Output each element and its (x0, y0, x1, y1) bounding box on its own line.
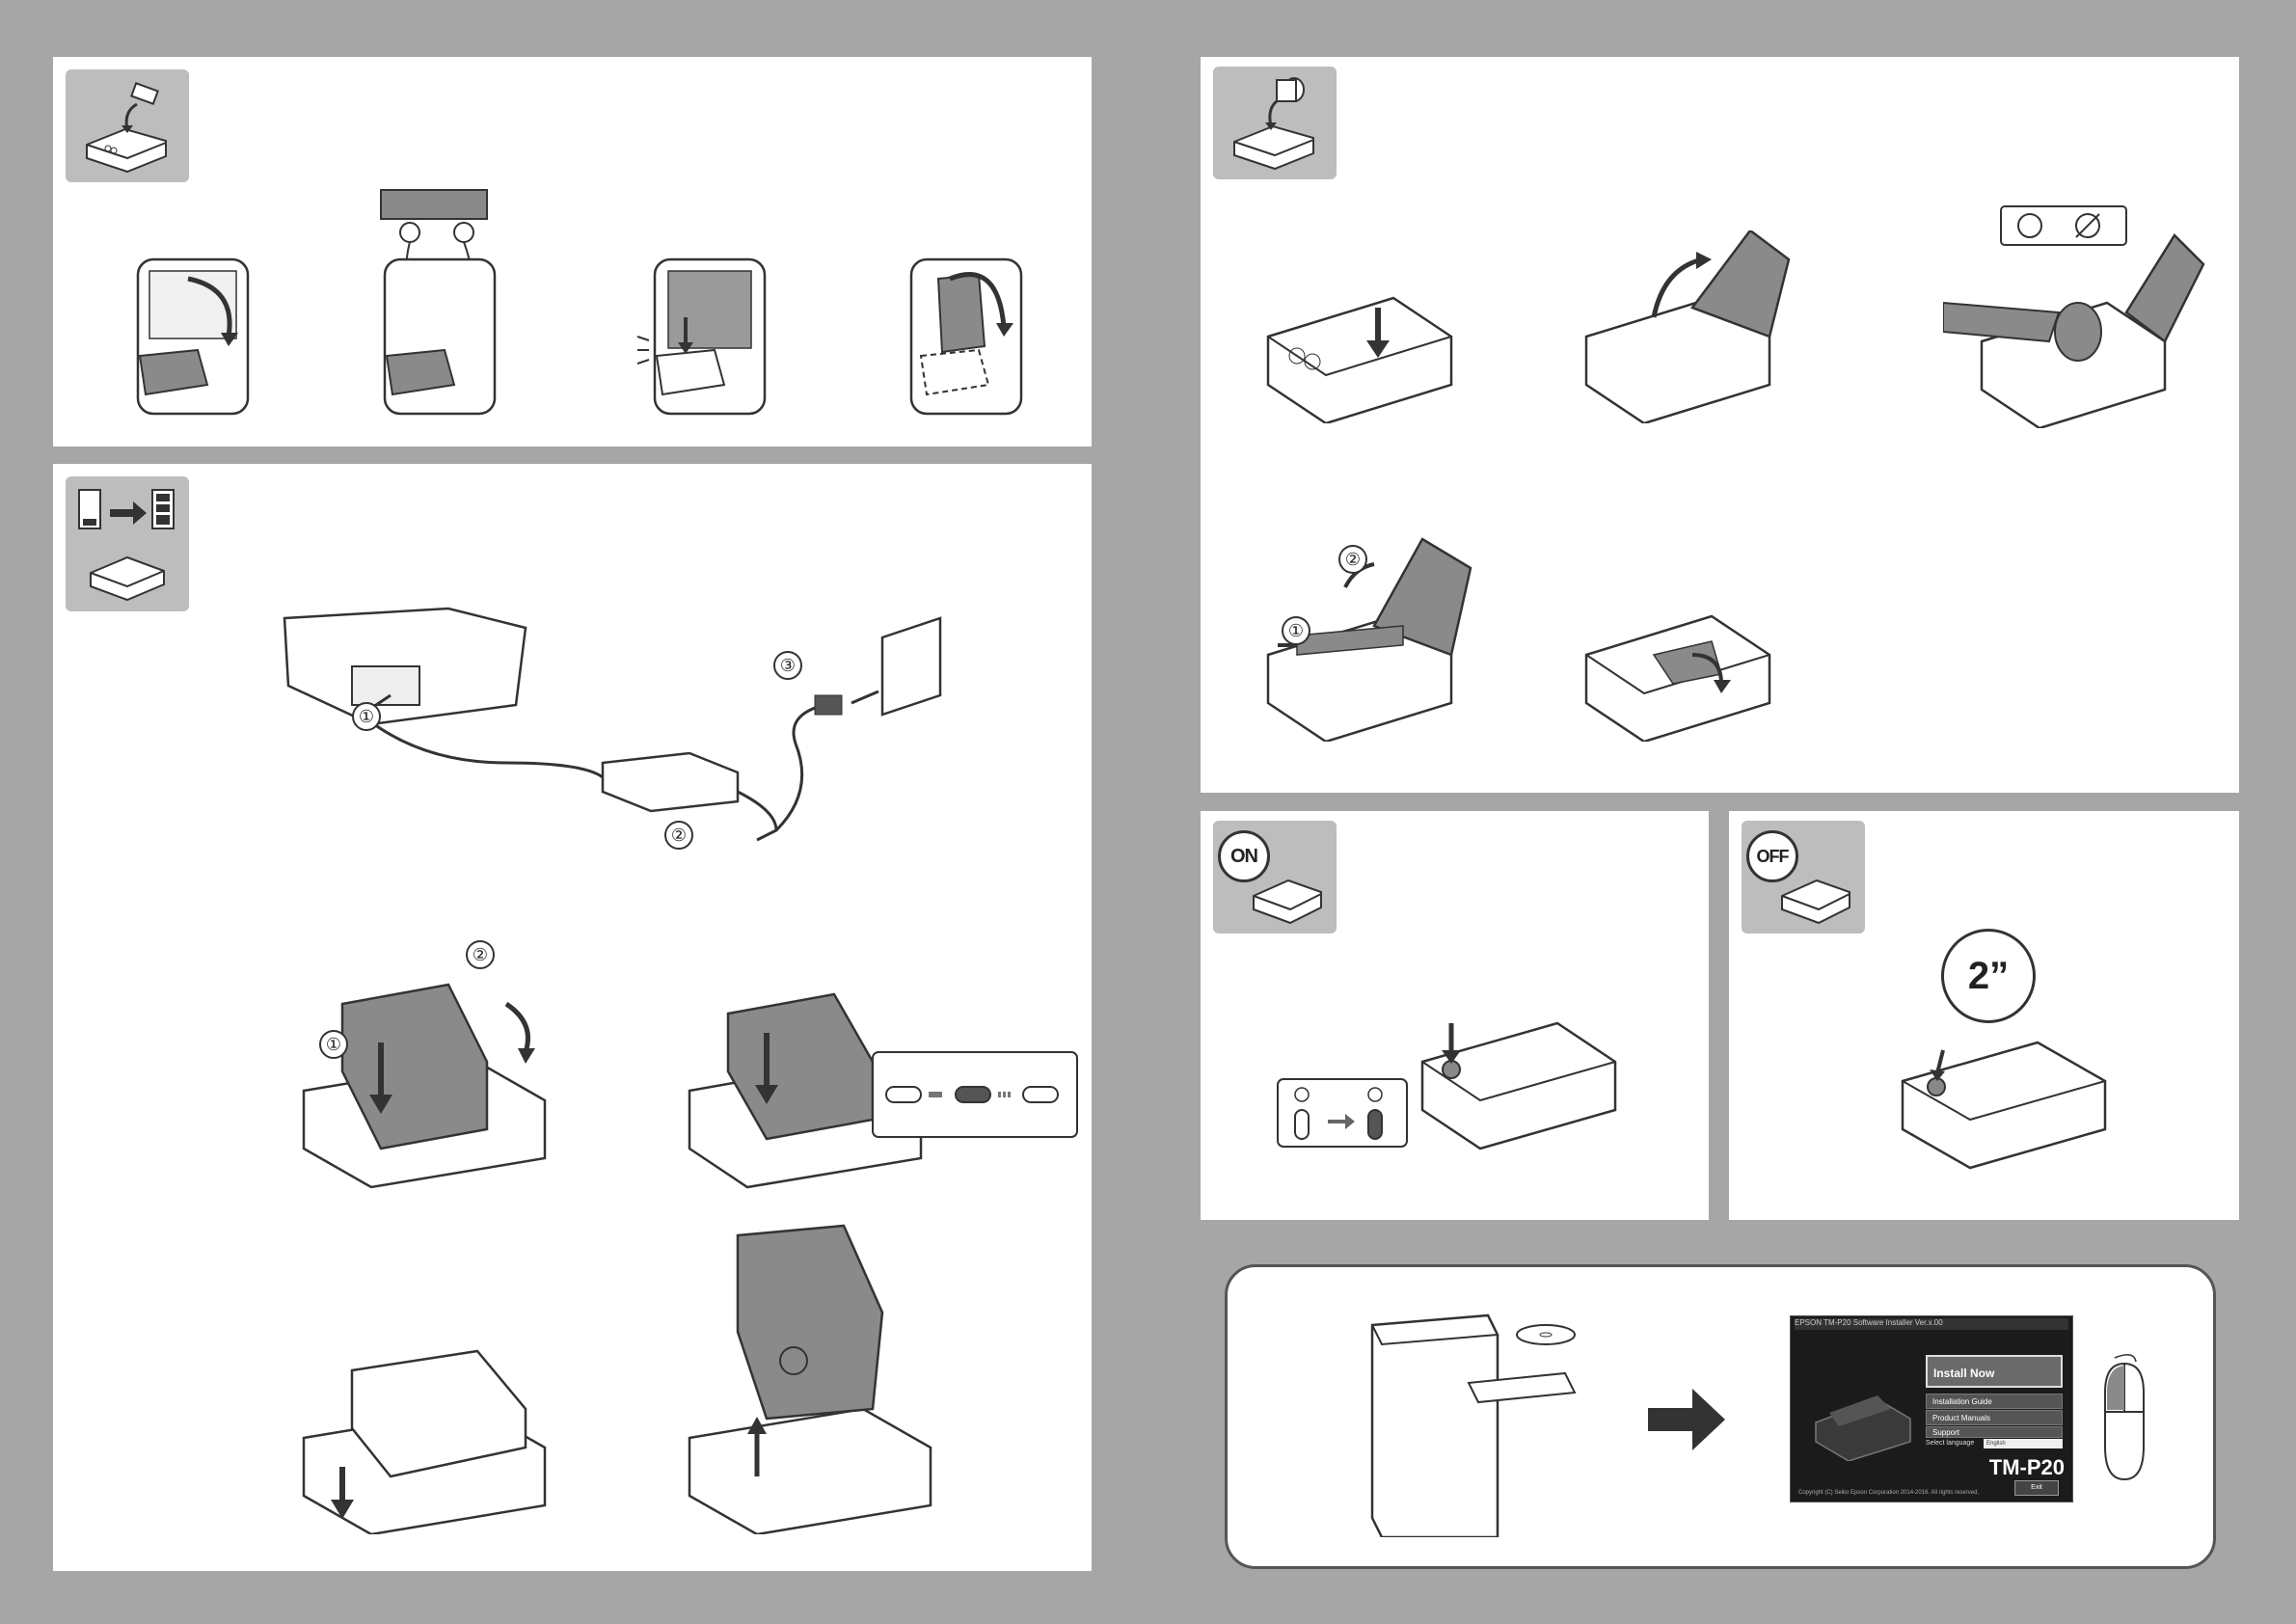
power-on-illustration (1268, 985, 1673, 1177)
paper-step-4-number-1: ① (1282, 616, 1310, 645)
paper-step-2-illustration (1577, 230, 1798, 423)
computer-cd-illustration (1343, 1306, 1613, 1537)
panel-power-on: ON (1201, 811, 1709, 1220)
support-button[interactable]: Support (1926, 1426, 2063, 1438)
product-manuals-button[interactable]: Product Manuals (1926, 1410, 2063, 1425)
installer-exit-button[interactable]: Exit (2014, 1480, 2059, 1496)
paper-section-icon-tab (1213, 67, 1337, 179)
outlet-step-3-number: ③ (773, 651, 802, 680)
panel-battery-install (53, 57, 1092, 447)
printer-paper-icon (1213, 67, 1337, 179)
battery-step-1-illustration (121, 250, 265, 423)
installer-printer-image (1810, 1374, 1916, 1461)
installation-guide-button[interactable]: Installation Guide (1926, 1394, 2063, 1409)
charging-section-icon-tab (66, 476, 189, 611)
dock-step-1-number: ① (319, 1030, 348, 1059)
battery-section-icon-tab (66, 69, 189, 182)
installer-copyright: Copyright (C) Seiko Epson Corporation 20… (1798, 1490, 1979, 1496)
battery-in-cradle-illustration (294, 1313, 583, 1534)
printer-battery-icon (66, 69, 189, 182)
installer-window: EPSON TM-P20 Software Installer Ver.x.00… (1790, 1315, 2073, 1502)
cradle-adapter-illustration (275, 599, 969, 869)
printer-in-cradle-illustration (294, 946, 583, 1197)
language-select[interactable]: English (1984, 1439, 2063, 1448)
paper-step-5-illustration (1577, 587, 1789, 742)
charging-led-illustration (680, 975, 1085, 1197)
battery-step-4-illustration (892, 250, 1046, 423)
printer-removed-from-cradle-illustration (680, 1216, 969, 1534)
battery-charging-icon (66, 476, 189, 611)
installer-title-bar: EPSON TM-P20 Software Installer Ver.x.00 (1795, 1318, 2068, 1330)
install-now-button[interactable]: Install Now (1926, 1355, 2063, 1388)
select-language-label: Select language (1926, 1440, 1974, 1447)
installer-model-name: TM-P20 (1989, 1455, 2065, 1480)
battery-step-3-illustration (632, 250, 786, 423)
paper-step-3-illustration (1943, 197, 2213, 428)
panel-paper-roll: ② ① (1201, 57, 2239, 793)
paper-step-4-number-2: ② (1338, 545, 1367, 574)
dock-step-2-number: ② (466, 940, 495, 969)
power-off-illustration (1893, 985, 2124, 1177)
panel-charging: ① ② ③ ① ② (53, 464, 1092, 1571)
cradle-step-1-number: ① (352, 702, 381, 731)
power-off-badge: OFF (1746, 830, 1798, 882)
battery-step-2-illustration (362, 182, 526, 423)
paper-step-1-illustration (1258, 279, 1471, 423)
next-arrow-icon (1648, 1389, 1725, 1450)
mouse-click-icon (2086, 1354, 2163, 1489)
power-on-badge: ON (1218, 830, 1270, 882)
adapter-step-2-number: ② (664, 821, 693, 850)
panel-software-install: EPSON TM-P20 Software Installer Ver.x.00… (1225, 1264, 2216, 1569)
panel-power-off: OFF 2” (1729, 811, 2239, 1220)
